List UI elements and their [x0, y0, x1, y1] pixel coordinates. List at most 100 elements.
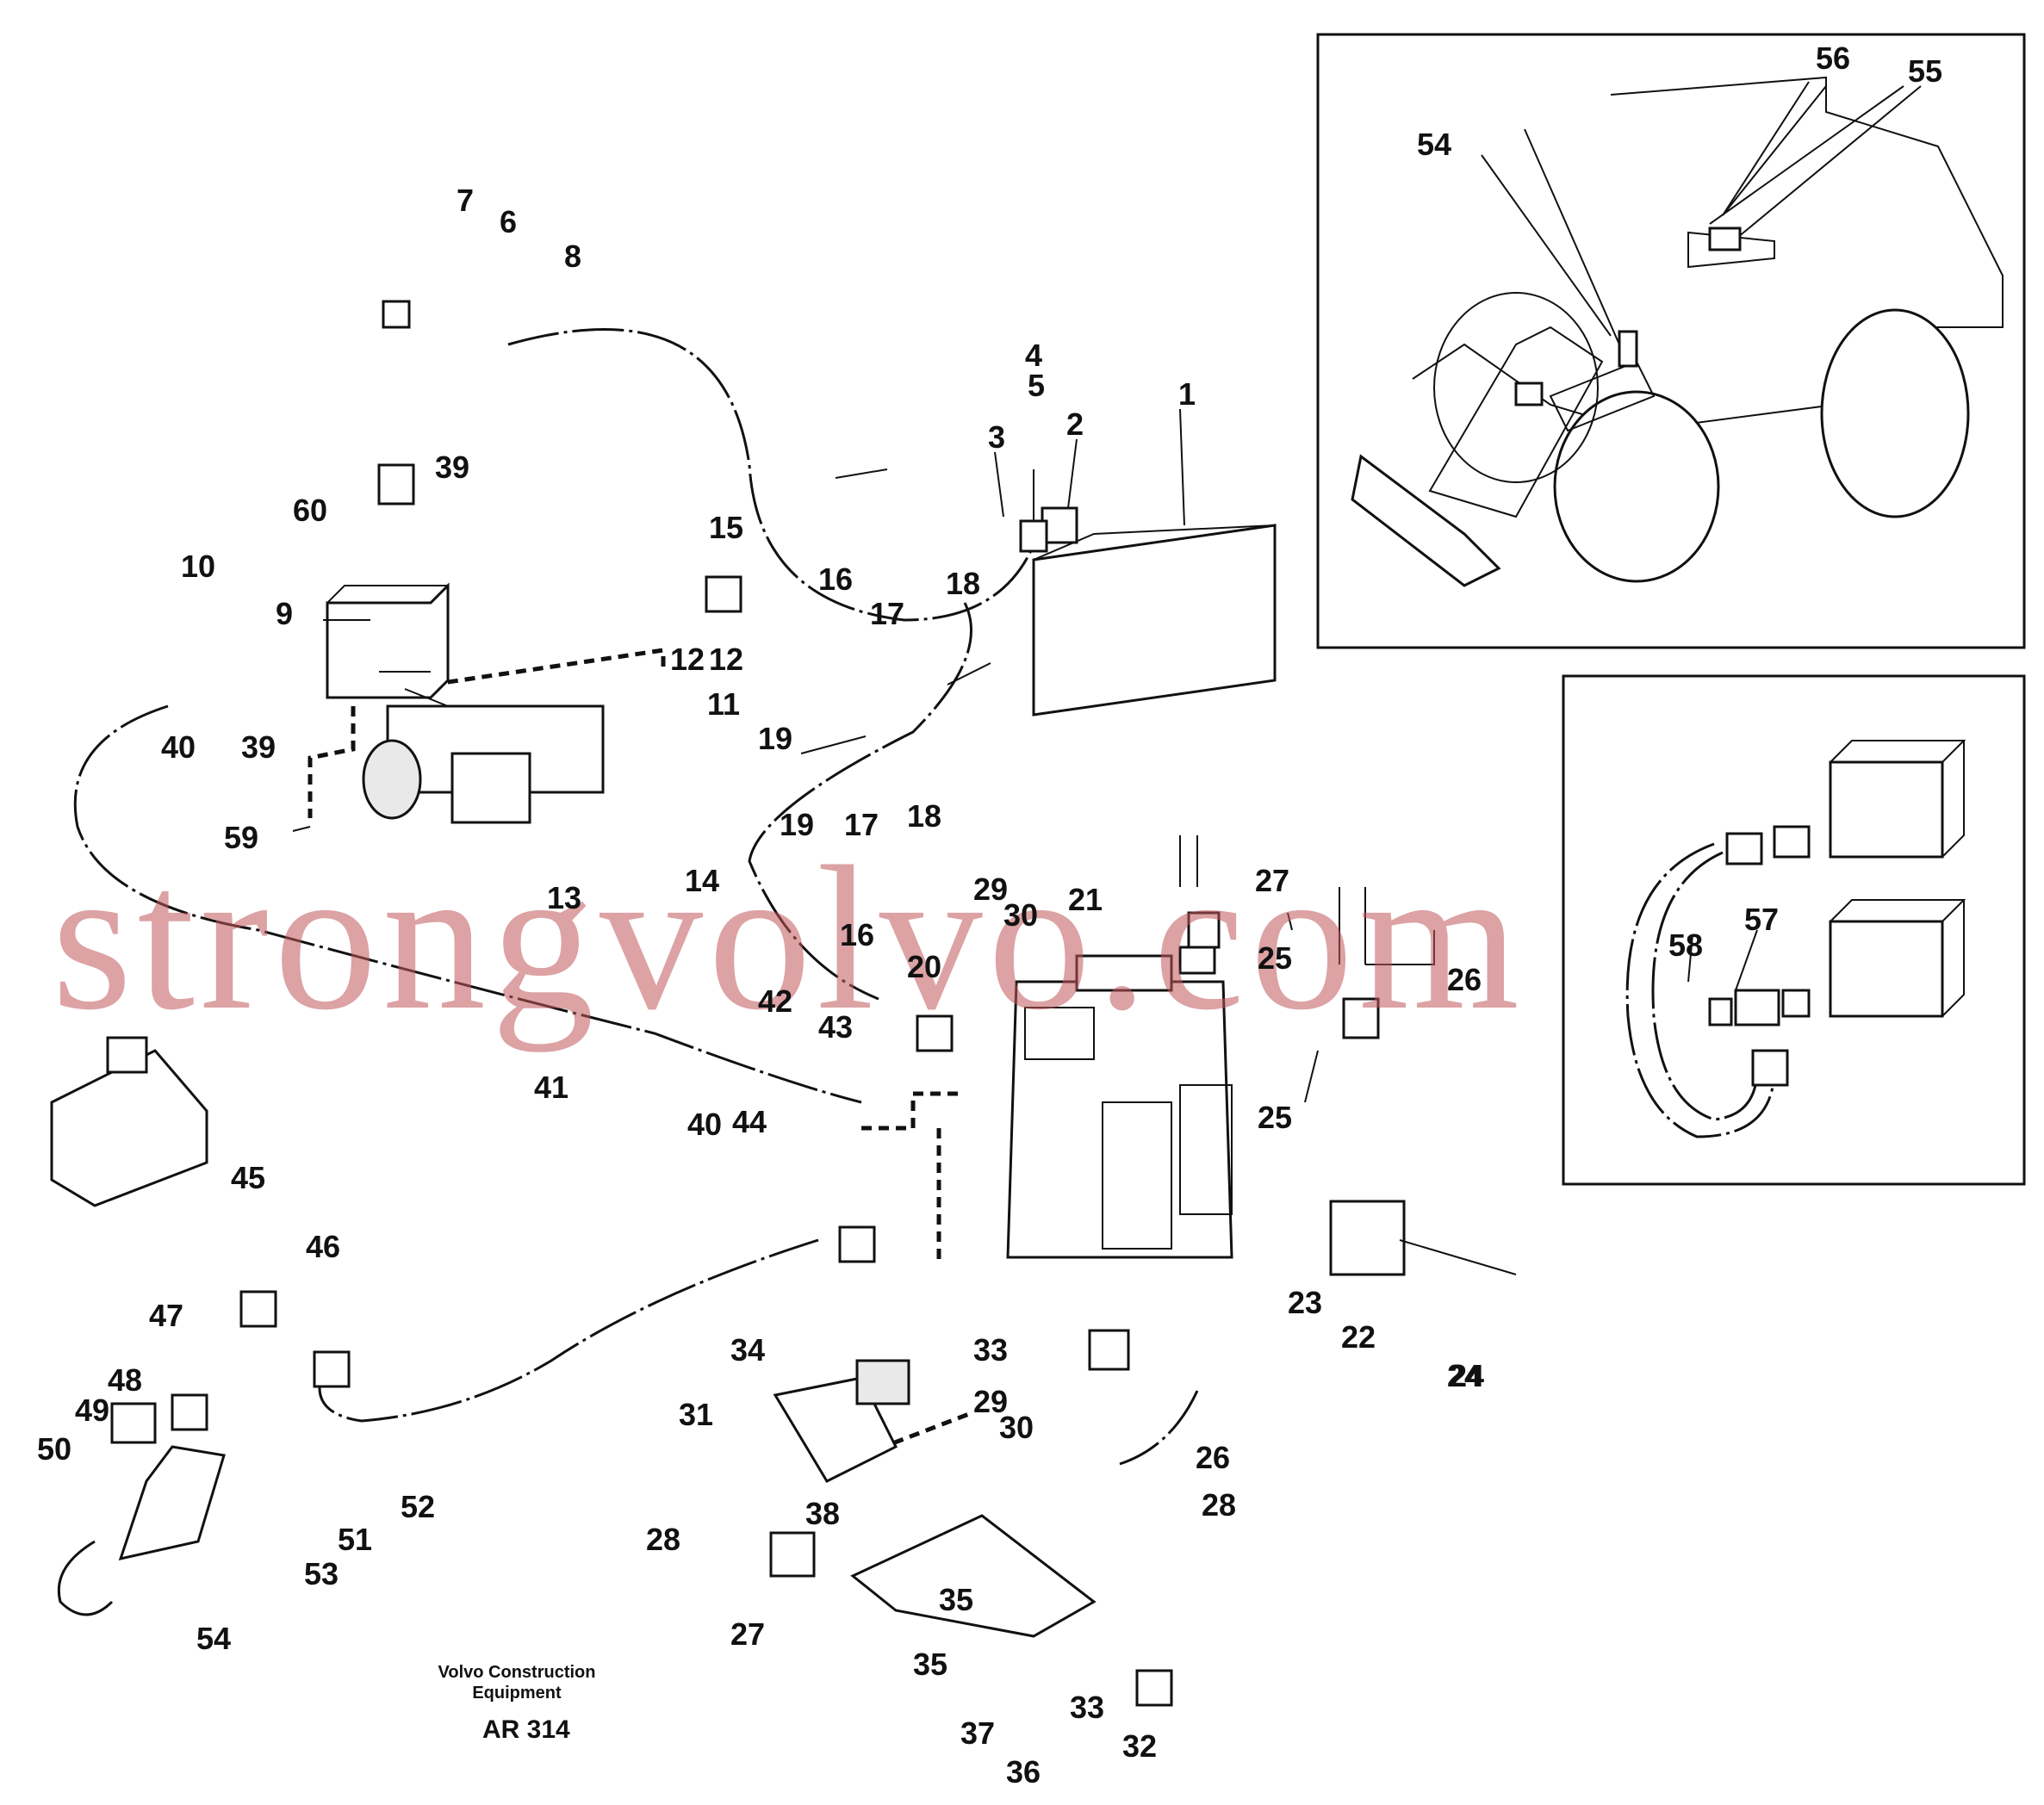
leader-lines [292, 85, 1904, 1103]
callout-56: 56 [1816, 40, 1850, 76]
callout-20: 20 [907, 949, 941, 984]
callout-19: 19 [758, 721, 792, 756]
callout-40: 40 [687, 1107, 722, 1142]
callout-17: 17 [870, 596, 904, 631]
block-22 [1329, 1200, 1406, 1276]
valve-block-b [1829, 920, 1944, 1018]
callout-43: 43 [818, 1009, 853, 1045]
sensor-54 [118, 1445, 226, 1561]
callout-32: 32 [1122, 1728, 1157, 1764]
callout-18: 18 [907, 798, 941, 834]
callout-1: 1 [1178, 376, 1196, 412]
callout-18: 18 [946, 566, 980, 601]
bucket [1351, 454, 1501, 587]
callout-25: 25 [1258, 1100, 1292, 1135]
callout-54: 54 [1417, 127, 1451, 162]
callout-17: 17 [844, 807, 879, 842]
callout-39: 39 [241, 729, 276, 765]
callout-57: 57 [1744, 902, 1779, 937]
callout-35: 35 [913, 1647, 947, 1682]
callout-2: 2 [1066, 406, 1084, 442]
inset-frame-right [1562, 674, 2026, 1186]
callout-33: 33 [973, 1332, 1008, 1368]
callout-23: 23 [1288, 1285, 1322, 1320]
callout-27: 27 [1255, 863, 1289, 898]
callout-15: 15 [709, 510, 743, 545]
inset-frame-top [1316, 33, 2026, 649]
callout-21: 21 [1068, 882, 1103, 917]
callout-37: 37 [960, 1715, 995, 1751]
callout-49: 49 [75, 1393, 109, 1428]
callout-14: 14 [685, 863, 719, 898]
control-box [1032, 524, 1277, 716]
callout-36: 36 [1006, 1754, 1041, 1789]
hose-top [507, 328, 1040, 622]
callout-12: 12 [670, 642, 705, 677]
callout-60: 60 [293, 493, 327, 528]
callout-6: 6 [500, 204, 517, 239]
callout-26: 26 [1447, 962, 1482, 997]
callout-41: 41 [534, 1070, 568, 1105]
hoses [73, 328, 1366, 1466]
callout-39: 39 [435, 450, 469, 485]
callout-4: 4 [1025, 338, 1042, 373]
publisher-line-2: Equipment [472, 1684, 562, 1703]
callout-34: 34 [730, 1332, 765, 1368]
callout-52: 52 [401, 1489, 435, 1524]
callout-16: 16 [840, 917, 874, 952]
watermark: strongvolvo.com [52, 823, 1525, 1052]
callout-24: 24 [1450, 1358, 1484, 1393]
callout-28: 28 [646, 1522, 680, 1557]
callout-45: 45 [231, 1160, 265, 1195]
hose-mid [748, 602, 972, 1001]
figure-id: AR 314 [482, 1715, 570, 1744]
inset-valve-variants [1562, 674, 2026, 1186]
caption: Volvo Construction Equipment AR 314 [438, 1663, 596, 1744]
front-wheel [1553, 390, 1720, 583]
callout-5: 5 [1028, 368, 1045, 403]
cab-switch [1708, 226, 1742, 251]
valve-block-9 [326, 582, 450, 699]
callout-9: 9 [276, 596, 293, 631]
callout-30: 30 [1003, 897, 1038, 933]
callout-11: 11 [707, 686, 740, 722]
callout-33: 33 [1070, 1690, 1104, 1725]
callout-28: 28 [1202, 1487, 1236, 1523]
callout-22: 22 [1341, 1319, 1376, 1355]
callout-31: 31 [679, 1397, 713, 1432]
callout-12: 12 [709, 642, 743, 677]
callout-13: 13 [547, 880, 581, 915]
callout-44: 44 [732, 1104, 767, 1139]
hose-lower [318, 1238, 819, 1423]
callout-19: 19 [780, 807, 814, 842]
callout-42: 42 [758, 983, 792, 1019]
components [50, 300, 1517, 1707]
publisher-line-1: Volvo Construction [438, 1663, 596, 1682]
callout-30: 30 [999, 1410, 1034, 1445]
callout-54: 54 [196, 1621, 231, 1656]
electric-leads [308, 648, 974, 1458]
callout-24: 24 [1447, 1358, 1482, 1393]
callout-58: 58 [1668, 927, 1703, 963]
callout-10: 10 [181, 549, 215, 584]
bracket-35 [850, 1514, 1097, 1638]
callout-48: 48 [108, 1362, 142, 1398]
callout-25: 25 [1258, 940, 1292, 976]
callout-40: 40 [161, 729, 196, 765]
callout-3: 3 [988, 419, 1005, 455]
callout-29: 29 [973, 871, 1008, 907]
inset-machine-overview [1316, 33, 2026, 649]
callout-55: 55 [1908, 53, 1942, 89]
callout-7: 7 [457, 183, 474, 218]
callout-53: 53 [304, 1556, 339, 1591]
callout-29: 29 [973, 1384, 1008, 1419]
valve-block-a [1829, 760, 1944, 859]
callout-8: 8 [564, 239, 581, 274]
callout-38: 38 [805, 1496, 840, 1531]
callout-47: 47 [149, 1298, 183, 1333]
callout-51: 51 [338, 1522, 372, 1557]
callout-59: 59 [224, 820, 258, 855]
module-left [50, 1049, 208, 1207]
